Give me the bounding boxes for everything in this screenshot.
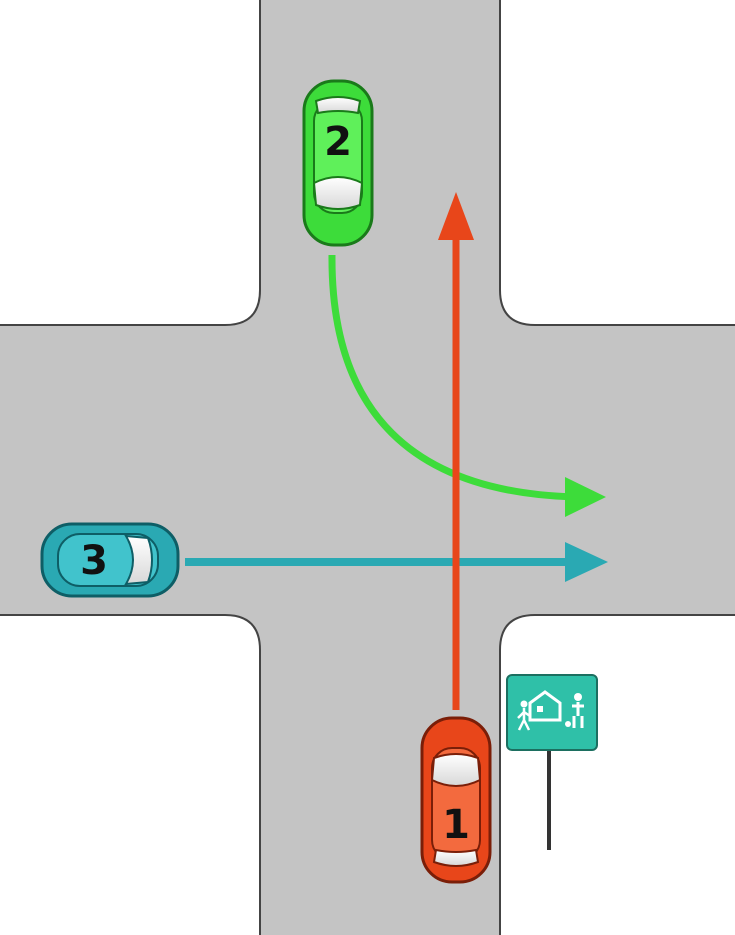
- car-3: 3: [42, 524, 178, 596]
- road-edge-bottom-right: [500, 615, 735, 935]
- car-2-label: 2: [324, 119, 352, 165]
- car-3-label: 3: [80, 538, 108, 584]
- road-edge-top-right: [500, 0, 735, 325]
- road-edge-top-left: [0, 0, 260, 325]
- car-2: 2: [304, 81, 372, 245]
- road-edge-bottom-left: [0, 615, 260, 935]
- car-1: 1: [422, 718, 490, 882]
- car-1-label: 1: [442, 802, 470, 848]
- residential-zone-sign-icon: [507, 675, 597, 850]
